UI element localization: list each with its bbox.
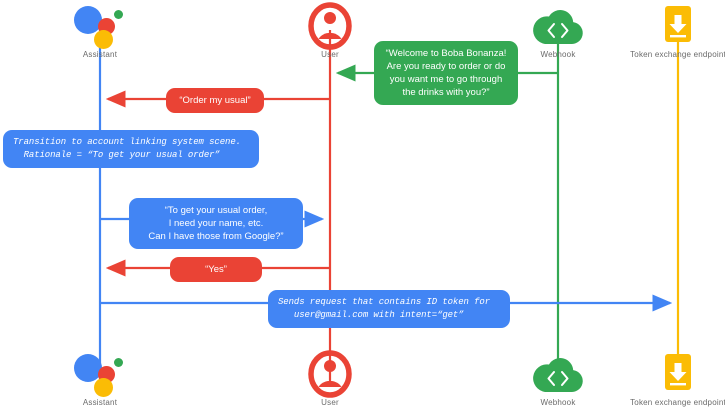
actor-assistant-top[interactable]: Assistant [40, 2, 160, 60]
actor-token-endpoint-top[interactable]: Token exchange endpoint [618, 2, 725, 60]
message-bubble-sends-request: Sends request that contains ID token for… [268, 290, 510, 328]
actor-label-webhook: Webhook [540, 50, 576, 59]
user-account-icon [300, 350, 360, 398]
actor-label-assistant: Assistant [82, 50, 118, 59]
actor-label-webhook: Webhook [540, 398, 576, 407]
actor-user-bottom[interactable]: User [270, 350, 390, 408]
actor-webhook-bottom[interactable]: Webhook [498, 350, 618, 408]
message-bubble-order-my-usual: “Order my usual” [166, 88, 264, 113]
actor-label-token-endpoint: Token exchange endpoint [630, 398, 725, 407]
actor-assistant-bottom[interactable]: Assistant [40, 350, 160, 408]
cloud-code-icon [528, 2, 588, 48]
download-endpoint-icon [648, 350, 708, 396]
actor-label-token-endpoint: Token exchange endpoint [630, 50, 725, 59]
google-assistant-icon [70, 2, 130, 49]
cloud-code-icon [528, 350, 588, 396]
message-bubble-transition-note: Transition to account linking system sce… [3, 130, 259, 168]
user-account-icon [300, 2, 360, 50]
actor-label-user: User [321, 398, 339, 407]
actor-label-user: User [321, 50, 339, 59]
download-endpoint-icon [648, 2, 708, 48]
actor-user-top[interactable]: User [270, 2, 390, 60]
google-assistant-icon [70, 350, 130, 397]
message-bubble-need-your-name: “To get your usual order, I need your na… [129, 198, 303, 249]
actor-webhook-top[interactable]: Webhook [498, 2, 618, 60]
message-bubble-welcome: “Welcome to Boba Bonanza! Are you ready … [374, 41, 518, 105]
message-bubble-yes: “Yes” [170, 257, 262, 282]
actor-label-assistant: Assistant [82, 398, 118, 407]
actor-token-endpoint-bottom[interactable]: Token exchange endpoint [618, 350, 725, 408]
